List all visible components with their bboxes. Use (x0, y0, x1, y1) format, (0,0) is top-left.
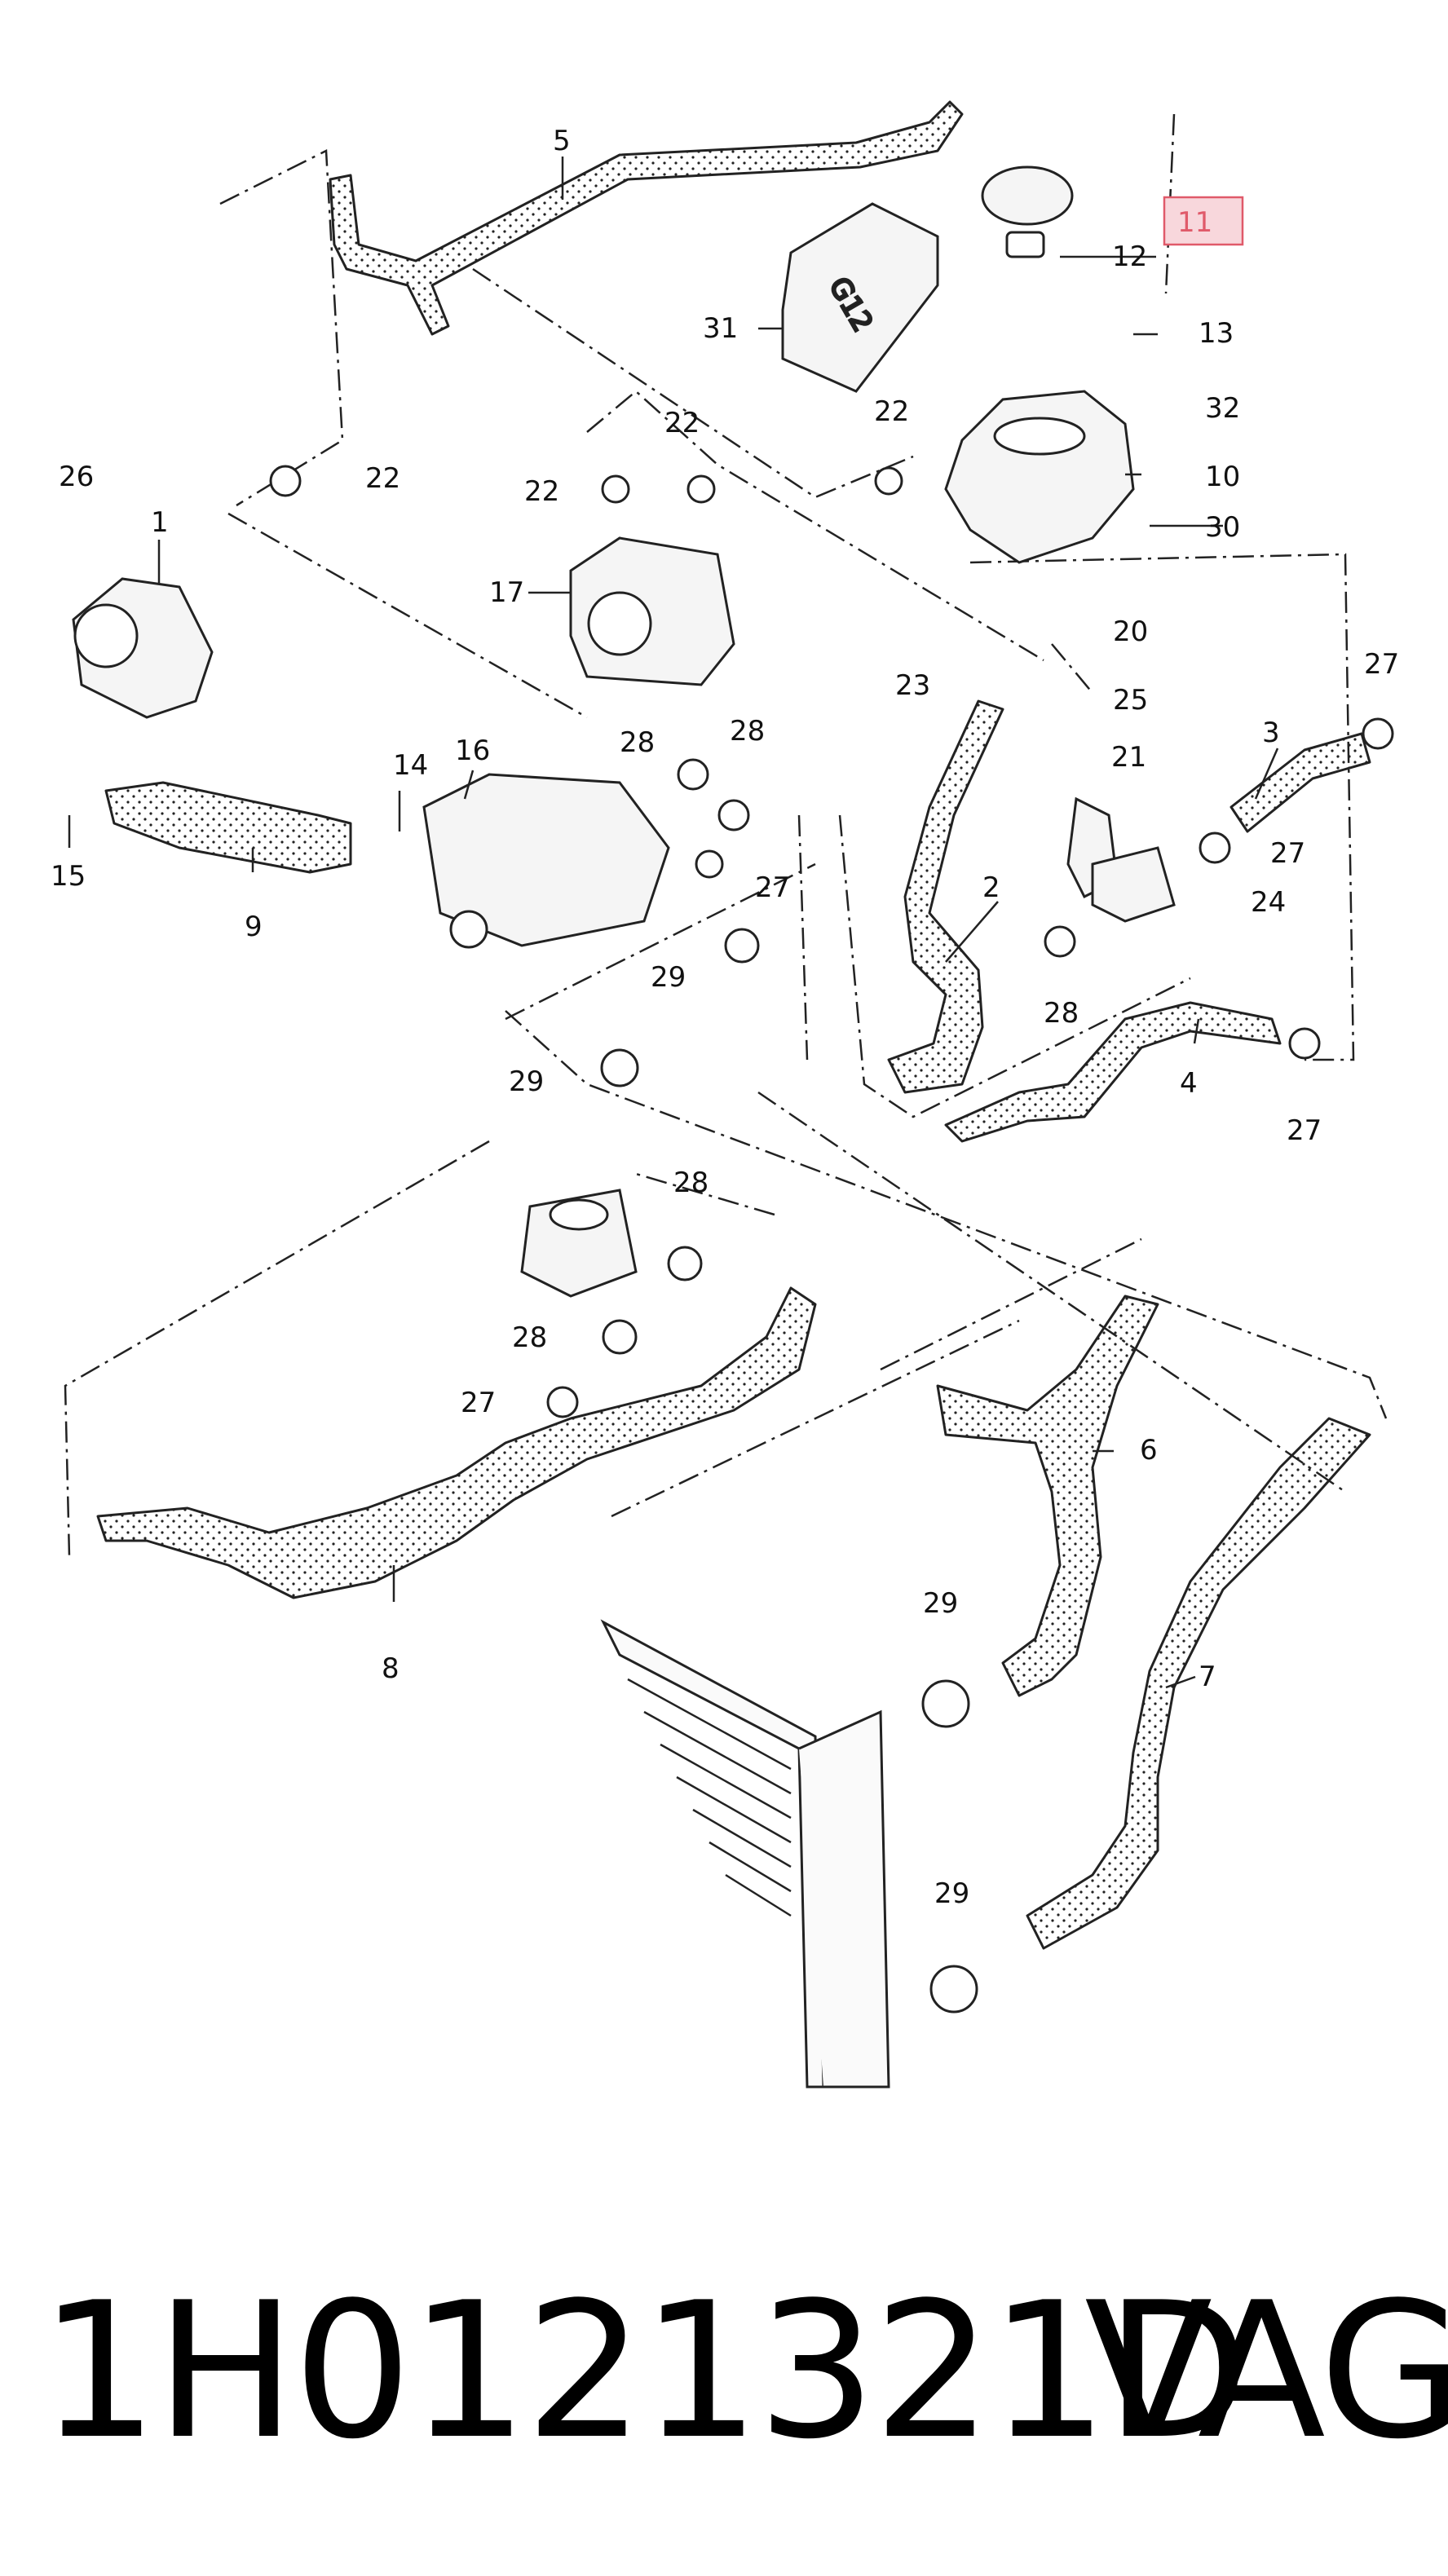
hose-3 (1229, 732, 1371, 833)
caption-bar: 1H0121321D VAG (0, 2250, 1448, 2494)
callout-10: 10 (1205, 461, 1240, 493)
callout-11: 11 (1177, 206, 1212, 239)
callout-32: 32 (1205, 392, 1240, 425)
part-number: 1H0121321D (39, 2263, 1250, 2481)
callout-29a: 29 (651, 961, 686, 994)
assembly-lines (64, 113, 1388, 1558)
coolant-bottle (781, 202, 939, 393)
hose-clips (269, 465, 1394, 2014)
hose-9 (104, 781, 352, 874)
callout-27b: 27 (1270, 837, 1305, 870)
heater-valve (1091, 846, 1176, 923)
callout-1: 1 (151, 506, 169, 539)
callout-12: 12 (1112, 240, 1147, 273)
callout-7: 7 (1199, 1661, 1216, 1693)
hoses (96, 100, 1371, 1950)
callout-2: 2 (982, 871, 1000, 904)
expansion-tank (944, 390, 1135, 564)
radiator-fins (627, 1678, 792, 1917)
callout-29b: 29 (509, 1065, 544, 1098)
callout-21: 21 (1111, 741, 1146, 774)
callout-22b: 22 (524, 475, 559, 508)
highlight-box-11 (1163, 196, 1244, 246)
callout-22a: 22 (365, 462, 400, 495)
callout-labels: 1 2 3 4 5 6 7 8 9 10 11 12 13 14 15 16 1… (51, 125, 1399, 1910)
hose-5 (329, 100, 964, 336)
hose-7 (1026, 1417, 1371, 1950)
callout-31: 31 (703, 312, 738, 345)
callout-3: 3 (1262, 717, 1280, 749)
callout-27c: 27 (755, 871, 790, 904)
coolant-system-diagram: G12 (51, 100, 1399, 2089)
callout-28b: 28 (730, 715, 765, 748)
callout-25: 25 (1113, 684, 1148, 717)
hose-6 (936, 1295, 1159, 1697)
callout-9: 9 (245, 911, 263, 943)
components: G12 (72, 165, 1176, 2089)
callout-17: 17 (489, 576, 524, 609)
leader-lines (68, 157, 1279, 1689)
callout-14: 14 (393, 749, 428, 782)
brand-name: VAG (1084, 2263, 1448, 2481)
callout-8: 8 (382, 1652, 400, 1685)
callout-27e: 27 (461, 1387, 496, 1419)
callout-16: 16 (455, 734, 490, 767)
tank-cap (981, 165, 1074, 226)
callout-30: 30 (1205, 511, 1240, 544)
callout-29d: 29 (934, 1877, 969, 1910)
callout-13: 13 (1199, 317, 1234, 350)
callout-28d: 28 (673, 1167, 709, 1199)
callout-6: 6 (1140, 1434, 1158, 1467)
callout-22d: 22 (874, 395, 909, 428)
callout-29c: 29 (923, 1587, 958, 1620)
callout-27a: 27 (1364, 648, 1399, 681)
callout-5: 5 (553, 125, 571, 157)
radiator (600, 1619, 825, 2089)
hose-8 (96, 1286, 817, 1599)
callout-22c: 22 (664, 407, 700, 439)
callout-23: 23 (895, 669, 930, 702)
callout-24: 24 (1251, 886, 1286, 919)
hose-4 (944, 1001, 1282, 1143)
callout-20: 20 (1113, 615, 1148, 648)
callout-28e: 28 (512, 1321, 547, 1354)
callout-15: 15 (51, 860, 86, 893)
callout-28a: 28 (620, 726, 655, 759)
callout-26: 26 (59, 461, 94, 493)
callout-28c: 28 (1044, 997, 1079, 1030)
callout-4: 4 (1180, 1067, 1198, 1100)
hose-2 (887, 699, 1004, 1094)
callout-27d: 27 (1287, 1114, 1322, 1147)
